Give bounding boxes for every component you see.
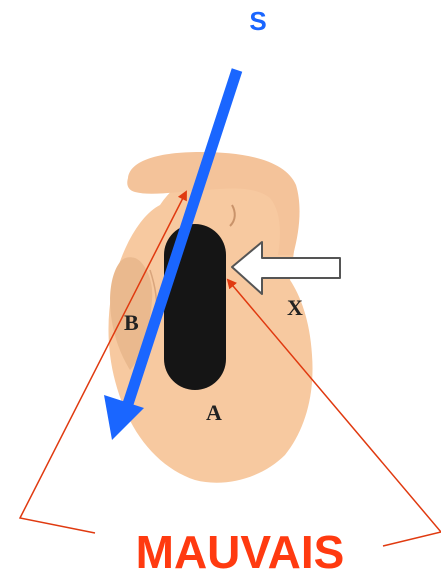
label-a: A [206,400,222,425]
direction-label: S [249,6,266,36]
label-x: X [287,295,303,320]
verdict-label: MAUVAIS [136,526,345,578]
label-b: B [124,310,139,335]
